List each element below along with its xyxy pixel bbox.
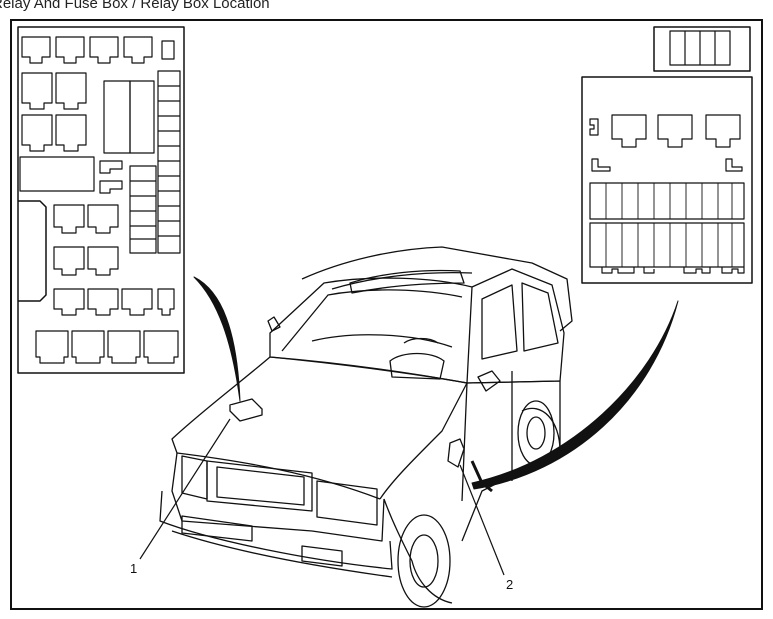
top-relay-row	[21, 36, 175, 64]
callout-2: 2	[506, 577, 513, 592]
callout-1: 1	[130, 561, 137, 576]
mid-relays	[21, 72, 87, 152]
right-relay-box	[581, 26, 753, 284]
lower-relays	[53, 204, 175, 316]
fusible-link	[19, 156, 95, 192]
maxi-fuse-block	[103, 80, 155, 154]
diagram-frame: 1 2	[10, 19, 763, 610]
page-title: Relay And Fuse Box / Relay Box Location	[0, 0, 270, 12]
leader-swoosh-left	[193, 276, 241, 402]
callout-leader-2	[459, 464, 505, 576]
leader-swoosh-right	[471, 300, 679, 490]
left-fuse-box	[17, 26, 185, 374]
relay-fuse-box-diagram: 1 2	[17, 26, 753, 608]
vehicle-illustration	[159, 246, 573, 608]
bottom-relays	[35, 330, 179, 364]
fuse-strip	[129, 70, 181, 254]
callout-leader-1	[139, 418, 231, 560]
